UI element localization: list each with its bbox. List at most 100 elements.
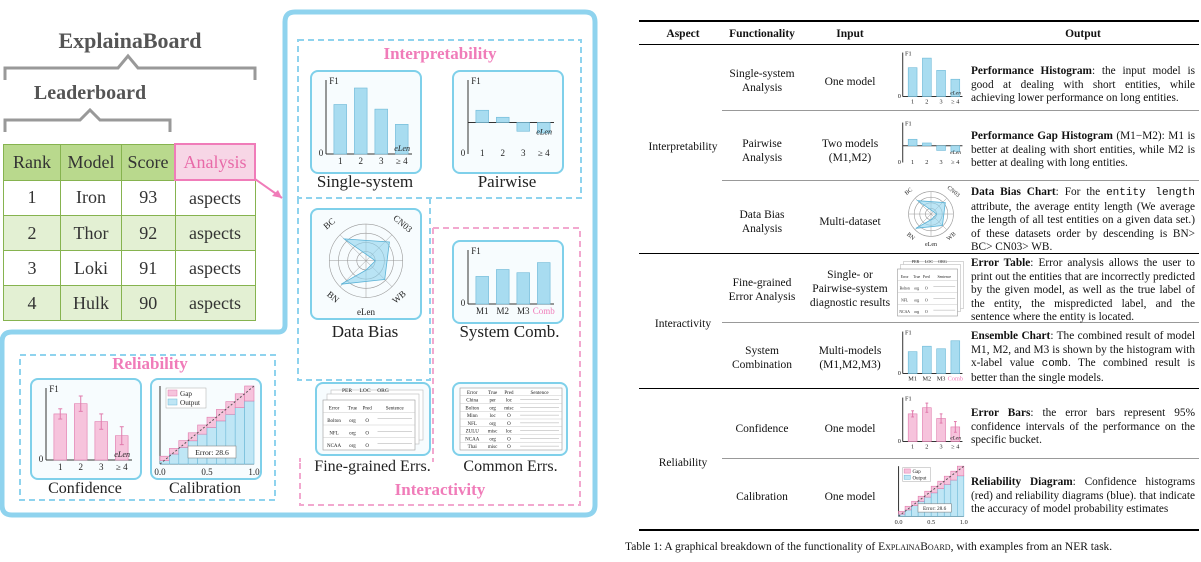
error-table-cell: org bbox=[489, 406, 496, 411]
entity-type-label: LOC bbox=[360, 388, 371, 394]
row-rule bbox=[722, 322, 1199, 323]
input-cell: Two models (M1,M2) bbox=[821, 138, 879, 164]
explainaboard-figure: ExplainaBoard Leaderboard Rank Model Sco… bbox=[0, 0, 600, 525]
bar bbox=[936, 145, 946, 151]
error-table-cell: misc bbox=[488, 430, 498, 435]
error-table-cell: misc bbox=[488, 445, 498, 450]
confidence-caption: Confidence bbox=[48, 480, 122, 497]
calibration-caption: Calibration bbox=[169, 480, 241, 497]
input-cell: One model bbox=[824, 423, 876, 435]
error-table-cell: org bbox=[489, 422, 496, 427]
gap-bar bbox=[930, 485, 939, 494]
bar bbox=[922, 57, 932, 97]
x-tick-label: M1 bbox=[908, 375, 917, 382]
functionality-cell: Calibration bbox=[736, 491, 788, 503]
error-table-header: Error bbox=[329, 406, 340, 411]
bar bbox=[936, 348, 946, 374]
error-table-header: Pred bbox=[363, 406, 373, 411]
error-table-cell: O bbox=[365, 431, 369, 436]
bar bbox=[496, 116, 510, 123]
error-table-cell: O bbox=[925, 287, 928, 291]
radar-label: BC bbox=[904, 187, 914, 197]
error-box bbox=[917, 503, 952, 513]
radar-label: CN03 bbox=[946, 185, 961, 199]
x-tick-label: 1 bbox=[58, 462, 63, 472]
error-table-cell: org bbox=[349, 431, 356, 436]
error-table-cell: NCAA bbox=[327, 444, 342, 449]
x-tick-label: 1.0 bbox=[248, 467, 260, 477]
table-group-rule bbox=[639, 253, 1199, 254]
x-tick-label: 3 bbox=[940, 443, 943, 450]
error-table-cell: loc bbox=[506, 430, 513, 435]
single-system-caption: Single-system bbox=[316, 172, 414, 191]
output-header: Output bbox=[1065, 28, 1101, 40]
model-header: Model bbox=[60, 143, 122, 181]
error-table-header: Pred bbox=[923, 275, 930, 279]
x-tick-label: ≥ 4 bbox=[538, 148, 550, 158]
radar-label: eLen bbox=[357, 307, 375, 317]
leaderboard-row: 1 Iron 93 aspects bbox=[3, 179, 256, 216]
output-cell: Performance Gap Histogram (M1−M2): M1 is… bbox=[971, 130, 1195, 169]
input-cell: Single- or Pairwise-system diagnostic re… bbox=[809, 269, 891, 309]
rank-cell: 1 bbox=[3, 179, 61, 216]
interactivity-label: Interactivity bbox=[394, 480, 486, 499]
aspects-link[interactable]: aspects bbox=[174, 250, 256, 286]
legend-swatch-output bbox=[903, 474, 911, 480]
model-cell: Loki bbox=[60, 250, 122, 286]
functionality-cell: Data Bias Analysis bbox=[739, 209, 785, 235]
error-table-cell: China bbox=[466, 399, 479, 404]
figure-frames bbox=[0, 9, 598, 518]
radar-area bbox=[915, 200, 946, 229]
x-tick-label: 3 bbox=[521, 148, 526, 158]
input-cell: One model bbox=[824, 491, 876, 503]
model-cell: Hulk bbox=[60, 285, 122, 321]
error-table-header: Sentence bbox=[386, 406, 405, 411]
output-bar bbox=[957, 475, 965, 517]
x-tick-label: M2 bbox=[496, 306, 509, 316]
rank-cell: 4 bbox=[3, 285, 61, 321]
analysis-header[interactable]: Analysis bbox=[174, 143, 256, 181]
aspects-link[interactable]: aspects bbox=[174, 179, 256, 216]
functionality-cell: Pairwise Analysis bbox=[741, 138, 783, 164]
x-tick-label: Comb bbox=[533, 306, 556, 316]
row-rule bbox=[722, 110, 1199, 111]
aspects-link[interactable]: aspects bbox=[174, 285, 256, 321]
y-axis-label: F1 bbox=[905, 329, 912, 336]
error-table-cell: org bbox=[349, 419, 356, 424]
bar bbox=[516, 122, 530, 132]
input-cell: Multi-models (M1,M2,M3) bbox=[818, 345, 882, 371]
x-tick-label: 2 bbox=[925, 159, 928, 166]
output-cell: Ensemble Chart: The combined result of m… bbox=[971, 330, 1196, 384]
score-cell: 90 bbox=[121, 285, 176, 321]
x-tick-label: 3 bbox=[940, 98, 943, 105]
error-table-cell: Thai bbox=[468, 445, 478, 450]
x-tick-label: 1 bbox=[911, 159, 914, 166]
rank-header: Rank bbox=[3, 143, 61, 181]
bar bbox=[907, 67, 918, 97]
bar bbox=[374, 108, 388, 155]
aspects-link[interactable]: aspects bbox=[174, 215, 256, 251]
radar-label: CN03 bbox=[391, 213, 414, 235]
y-axis-label: F1 bbox=[471, 246, 481, 256]
error-table-header: Error bbox=[467, 391, 478, 396]
x-axis-label: eLen bbox=[950, 435, 961, 441]
error-table-cell: O bbox=[507, 414, 511, 419]
gap-bar bbox=[216, 409, 227, 422]
x-tick-label: 0.5 bbox=[927, 519, 935, 526]
legend-swatch-gap bbox=[167, 389, 178, 397]
entity-type-label: ORG bbox=[938, 259, 947, 264]
bar bbox=[950, 145, 961, 152]
bar bbox=[907, 138, 918, 147]
rank-cell: 2 bbox=[3, 215, 61, 251]
